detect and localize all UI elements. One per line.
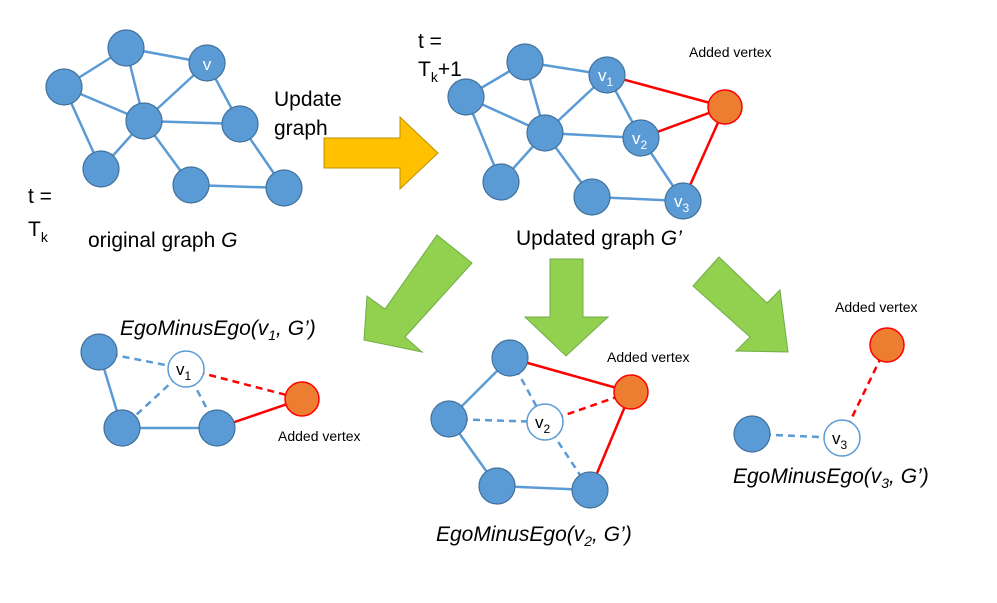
time-label-tk-t: t = bbox=[28, 185, 52, 208]
removed-added-edge bbox=[185, 367, 303, 401]
graph-node bbox=[172, 166, 210, 204]
graph-node bbox=[478, 467, 516, 505]
ego-node-v2 bbox=[526, 403, 564, 441]
graph-node bbox=[80, 333, 118, 371]
node-label-v2: v2 bbox=[535, 413, 551, 436]
graph-node-v3 bbox=[664, 182, 702, 220]
ego-graph-v1: v1 bbox=[80, 333, 320, 447]
added-vertex-node bbox=[284, 381, 320, 417]
update-arrow bbox=[323, 115, 439, 191]
time-label-tk: Tk bbox=[28, 218, 49, 245]
updated-graph-caption: Updated graph G’ bbox=[516, 227, 682, 250]
update-graph-label-line1: Update bbox=[274, 88, 342, 111]
graph-node bbox=[573, 178, 611, 216]
node-label-v: v bbox=[203, 55, 212, 74]
added-vertex-node bbox=[707, 89, 743, 125]
ego-caption-v3: EgoMinusEgo(v3, G’) bbox=[733, 465, 929, 491]
original-graph-caption: original graph G bbox=[88, 229, 237, 252]
graph-node bbox=[430, 400, 468, 438]
graph-node bbox=[221, 105, 259, 143]
added-edge bbox=[509, 356, 632, 394]
node-label-v3: v3 bbox=[674, 192, 690, 215]
update-graph-label-line2: graph bbox=[274, 117, 328, 140]
node-label-v2: v2 bbox=[632, 129, 648, 152]
graph-node bbox=[733, 415, 771, 453]
graph-node bbox=[447, 78, 485, 116]
graph-node bbox=[526, 114, 564, 152]
ego-node-v1 bbox=[167, 350, 205, 388]
graph-node bbox=[198, 409, 236, 447]
graph-node bbox=[45, 68, 83, 106]
added-vertex-label-top: Added vertex bbox=[689, 44, 772, 60]
ego-graph-v2: v2 bbox=[430, 339, 649, 509]
added-edge bbox=[606, 73, 726, 109]
added-vertex-label-ego1: Added vertex bbox=[278, 428, 361, 444]
green-arrow-left bbox=[363, 234, 473, 353]
graph-node bbox=[506, 43, 544, 81]
graph-node-v1 bbox=[588, 56, 626, 94]
node-label-v1: v1 bbox=[598, 66, 614, 89]
graph-node bbox=[571, 471, 609, 509]
time-label-tk1-t: t = bbox=[418, 30, 442, 53]
graph-node bbox=[482, 163, 520, 201]
graph-node bbox=[125, 102, 163, 140]
graph-node bbox=[103, 409, 141, 447]
graph-node bbox=[107, 29, 145, 67]
graph-node bbox=[265, 169, 303, 207]
graph-node bbox=[82, 150, 120, 188]
node-label-v3: v3 bbox=[832, 429, 848, 452]
green-arrow-right bbox=[692, 256, 789, 353]
added-vertex-node bbox=[613, 374, 649, 410]
ego-graph-v3: v3 bbox=[733, 327, 905, 457]
added-vertex-label-ego2: Added vertex bbox=[607, 349, 690, 365]
ego-caption-v2: EgoMinusEgo(v2, G’) bbox=[436, 523, 632, 549]
added-vertex-label-ego3: Added vertex bbox=[835, 299, 918, 315]
graph-node-v2 bbox=[622, 119, 660, 157]
added-vertex-node bbox=[869, 327, 905, 363]
graph-node-v bbox=[188, 44, 226, 82]
ego-caption-v1: EgoMinusEgo(v1, G’) bbox=[120, 317, 316, 343]
node-label-v1: v1 bbox=[176, 360, 192, 383]
green-arrow-middle bbox=[523, 258, 610, 357]
graph-node bbox=[491, 339, 529, 377]
updated-graph-nodes bbox=[447, 43, 702, 220]
original-graph-nodes bbox=[45, 29, 303, 207]
time-label-tk1: Tk+1 bbox=[418, 58, 462, 85]
ego-node-v3 bbox=[823, 419, 861, 457]
